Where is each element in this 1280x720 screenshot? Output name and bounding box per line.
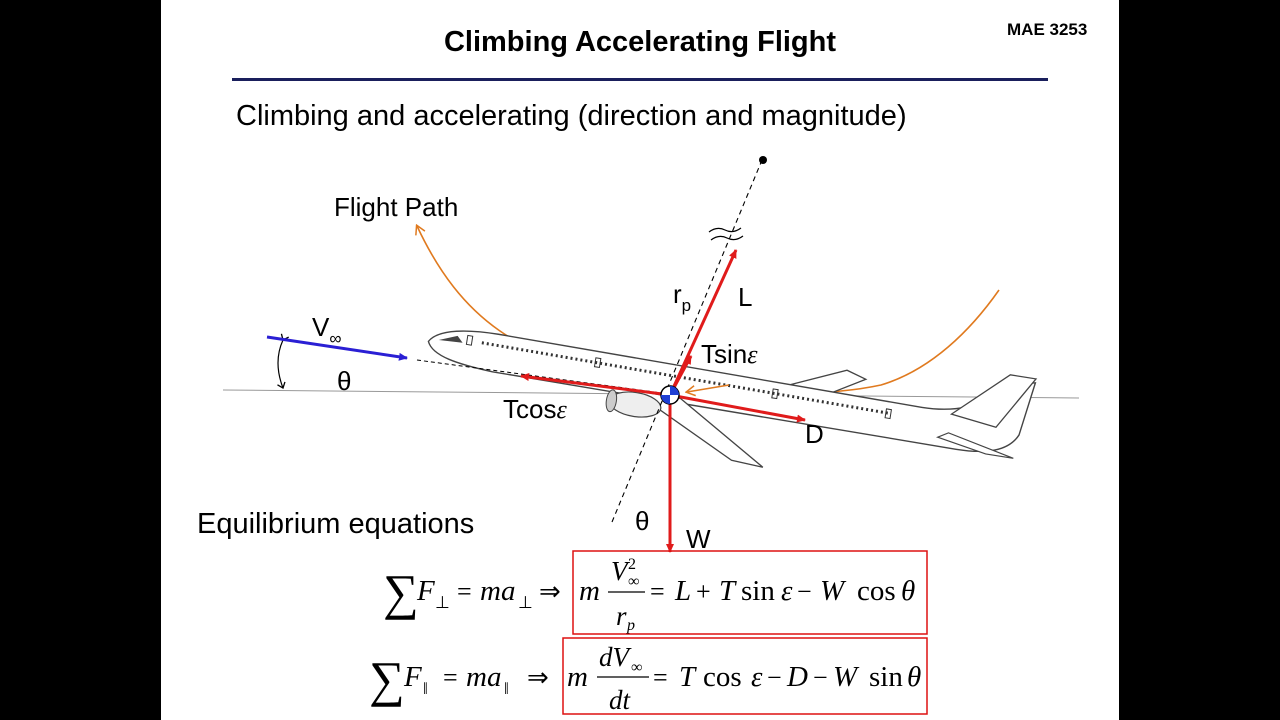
svg-text:ε: ε (781, 575, 793, 607)
svg-text:∞: ∞ (631, 659, 642, 676)
svg-text:W: W (820, 575, 847, 607)
theta-arc (277, 333, 290, 389)
equation-2: ∑ F ‖ = ma ‖ ⇒ m dV ∞ dt = T cos ε − D −… (369, 637, 928, 715)
svg-text:T: T (679, 661, 697, 693)
svg-text:−: − (813, 663, 828, 692)
flight-path-label: Flight Path (334, 192, 458, 222)
slide-title: Climbing Accelerating Flight (443, 26, 837, 58)
radius-dashed-line (611, 159, 763, 523)
drag-label: D (805, 419, 824, 449)
equation-1-box (572, 550, 928, 635)
svg-text:+: + (696, 577, 711, 606)
tsin-label: Tsinε (701, 339, 758, 369)
sum-symbol: ∑ (383, 564, 419, 620)
svg-text:−: − (767, 663, 782, 692)
slide-subtitle: Climbing and accelerating (direction and… (236, 100, 907, 132)
equations-label: Equilibrium equations (197, 508, 475, 540)
drag-arrow (669, 393, 806, 423)
velocity-arrow (266, 335, 408, 361)
svg-text:W: W (833, 661, 860, 693)
equation-1: ∑ F ⊥ = ma ⊥ ⇒ m V ∞ 2 r p = L + T sin ε… (383, 550, 928, 635)
svg-text:=: = (457, 577, 472, 606)
velocity-label: V∞ (312, 312, 341, 348)
svg-text:F: F (403, 661, 422, 693)
svg-text:θ: θ (901, 575, 915, 607)
svg-text:F: F (416, 575, 435, 607)
title-rule (232, 78, 1048, 81)
svg-text:ma: ma (480, 575, 515, 607)
flight-path-arrow-small (687, 384, 730, 392)
svg-text:cos: cos (857, 575, 896, 607)
radius-label: rp (673, 279, 691, 315)
svg-text:∑: ∑ (369, 651, 405, 707)
svg-text:ma: ma (466, 661, 501, 693)
tcos-arrow (520, 373, 671, 397)
lift-arrow (668, 249, 738, 396)
svg-text:‖: ‖ (504, 679, 509, 698)
svg-text:T: T (719, 575, 737, 607)
svg-text:=: = (653, 663, 668, 692)
svg-text:=: = (650, 577, 665, 606)
svg-text:m: m (567, 661, 588, 693)
weight-label: W (686, 524, 711, 554)
svg-text:⇒: ⇒ (539, 577, 561, 606)
course-code: MAE 3253 (1007, 20, 1088, 39)
svg-text:V: V (611, 556, 631, 586)
lift-label: L (738, 282, 752, 312)
svg-text:=: = (443, 663, 458, 692)
svg-text:m: m (579, 575, 600, 607)
svg-text:D: D (786, 661, 808, 693)
svg-text:sin: sin (741, 575, 775, 607)
theta-label: θ (337, 366, 351, 396)
break-mark (708, 227, 742, 233)
theta-label-lower: θ (635, 506, 649, 536)
force-diagram: Flight Path V∞ θ rp L Tsinε Tcosε D θ W … (222, 156, 1080, 715)
svg-text:cos: cos (703, 661, 742, 693)
svg-text:p: p (626, 617, 635, 634)
svg-text:ε: ε (751, 661, 763, 693)
svg-text:∞: ∞ (628, 573, 639, 590)
center-of-curvature-point (759, 156, 767, 164)
svg-text:‖: ‖ (423, 679, 428, 698)
svg-text:θ: θ (907, 661, 921, 693)
svg-text:dt: dt (609, 685, 632, 715)
svg-text:⇒: ⇒ (527, 663, 549, 692)
svg-text:⊥: ⊥ (435, 593, 450, 612)
svg-text:dV: dV (599, 642, 633, 672)
svg-text:−: − (797, 577, 812, 606)
svg-text:sin: sin (869, 661, 903, 693)
equation-2-box (562, 637, 928, 715)
tcos-label: Tcosε (503, 394, 567, 424)
svg-text:r: r (616, 601, 627, 631)
svg-text:L: L (674, 575, 691, 607)
slide: Climbing Accelerating Flight MAE 3253 Cl… (161, 0, 1119, 720)
svg-text:⊥: ⊥ (518, 593, 533, 612)
svg-text:2: 2 (628, 556, 636, 573)
cg-symbol (660, 385, 680, 405)
